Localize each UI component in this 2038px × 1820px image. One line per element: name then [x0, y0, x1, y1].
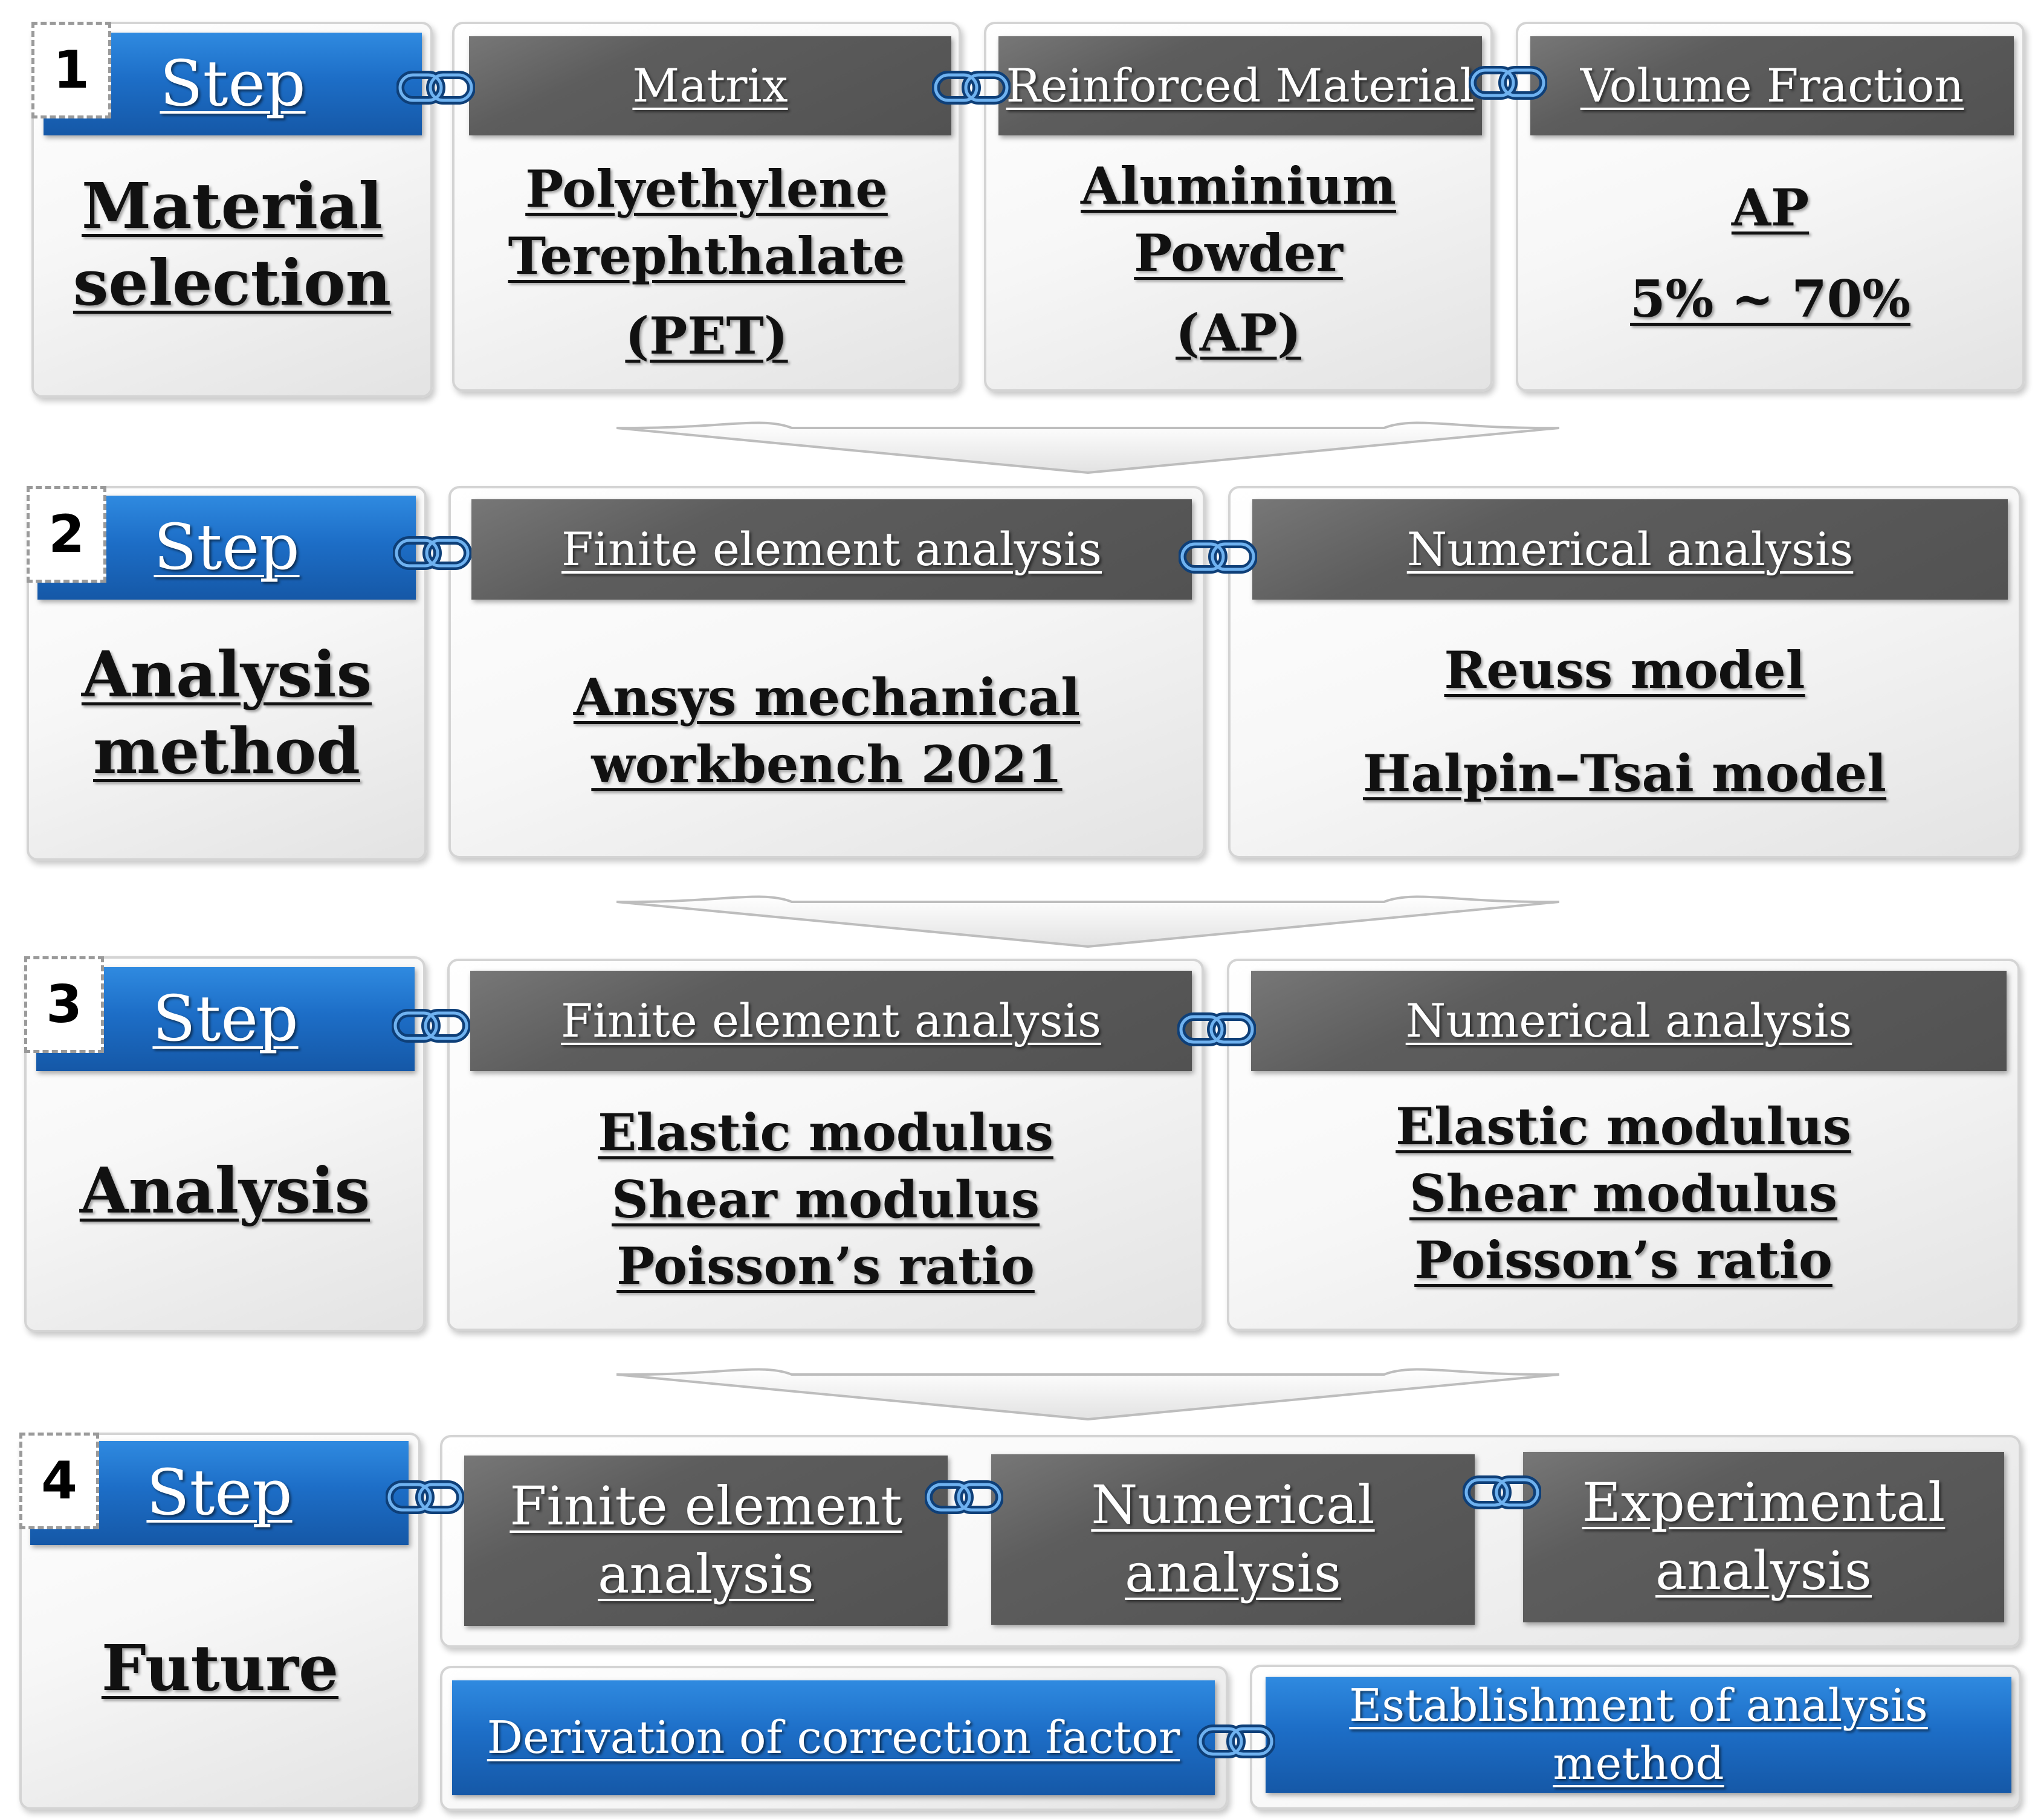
chain-link-icon [396, 71, 475, 105]
step2-fea-line2: workbench 2021 [591, 734, 1063, 794]
step2-title-line2: method [93, 714, 360, 788]
step1-reinforced-line3: (AP) [1176, 303, 1301, 363]
step2-numerical-content: Reuss model Halpin–Tsai model [1228, 623, 2021, 822]
step3-fea-header: Finite element analysis [470, 971, 1192, 1071]
step1-matrix-content: Polyethylene Terephthalate (PET) [452, 151, 961, 375]
step2-numerical-line2: Halpin–Tsai model [1362, 743, 1887, 803]
step3-numerical-content: Elastic modulus Shear modulus Poisson’s … [1227, 1076, 2020, 1312]
chain-link-icon [1469, 66, 1547, 100]
chain-link-icon [1177, 1012, 1256, 1046]
step2-numerical-line1: Reuss model [1444, 640, 1805, 701]
step4-title: Future [19, 1596, 421, 1741]
chain-link-icon [386, 1480, 464, 1514]
step4-fea-line1: Finite element [510, 1475, 902, 1538]
step1-number-badge: 1 [31, 22, 111, 118]
step2-numerical-header: Numerical analysis [1252, 499, 2008, 600]
step2-number-badge: 2 [27, 486, 106, 583]
step3-fea-line2: Shear modulus [611, 1169, 1040, 1229]
step3-numerical-header: Numerical analysis [1251, 971, 2007, 1071]
step4-correction-factor-box: Derivation of correction factor [452, 1680, 1215, 1795]
step1-volume-line2: 5% ~ 70% [1630, 269, 1910, 329]
step4-number-badge: 4 [19, 1433, 99, 1529]
step1-reinforced-line2: Powder [1134, 222, 1343, 283]
step1-matrix-line3: (PET) [625, 306, 788, 366]
chain-link-icon [1463, 1475, 1541, 1509]
step3-numerical-line2: Shear modulus [1409, 1163, 1838, 1223]
chain-link-icon [1197, 1724, 1275, 1758]
chain-link-icon [393, 536, 471, 570]
step3-fea-line3: Poisson’s ratio [616, 1236, 1035, 1297]
chain-link-icon [925, 1480, 1003, 1514]
step3-fea-line1: Elastic modulus [598, 1102, 1053, 1162]
step3-fea-content: Elastic modulus Shear modulus Poisson’s … [447, 1082, 1204, 1318]
step1-reinforced-content: Aluminium Powder (AP) [984, 145, 1493, 375]
step4-numerical-line1: Numerical [1091, 1474, 1375, 1537]
step1-reinforced-line1: Aluminium [1081, 155, 1396, 216]
step2-fea-line1: Ansys mechanical [573, 667, 1081, 728]
chain-link-icon [1179, 540, 1257, 574]
step4-title-line1: Future [101, 1630, 339, 1705]
step2-title: Analysis method [27, 604, 427, 822]
step3-number-badge: 3 [24, 956, 104, 1053]
step1-title-line2: selection [73, 245, 392, 320]
step3-title-line1: Analysis [79, 1153, 370, 1228]
step3-title: Analysis [24, 1082, 425, 1300]
step2-title-line1: Analysis [81, 637, 372, 712]
down-arrow-icon [616, 895, 1559, 948]
step2-fea-content: Ansys mechanical workbench 2021 [448, 641, 1205, 822]
step1-volume-content: AP 5% ~ 70% [1516, 151, 2025, 357]
step1-title: Material selection [31, 145, 433, 345]
step1-matrix-header: Matrix [469, 36, 951, 135]
chain-link-icon [392, 1009, 470, 1043]
step1-matrix-line2: Terephthalate [508, 225, 905, 286]
chain-link-icon [932, 71, 1011, 105]
step4-experimental-header: Experimental analysis [1523, 1452, 2004, 1622]
step1-title-line1: Material [82, 169, 383, 244]
step1-volume-line1: AP [1731, 178, 1810, 238]
step1-volume-header: Volume Fraction [1530, 36, 2014, 135]
step3-numerical-line1: Elastic modulus [1396, 1096, 1851, 1156]
down-arrow-icon [616, 421, 1559, 474]
step1-matrix-line1: Polyethylene [525, 158, 888, 219]
step4-experimental-line2: analysis [1655, 1540, 1872, 1602]
step4-numerical-header: Numerical analysis [991, 1454, 1475, 1625]
step4-fea-header: Finite element analysis [464, 1456, 948, 1626]
step2-fea-header: Finite element analysis [471, 499, 1192, 600]
step4-fea-line2: analysis [598, 1543, 814, 1605]
step1-reinforced-header: Reinforced Material [998, 36, 1482, 135]
step4-experimental-line1: Experimental [1582, 1471, 1946, 1534]
step4-establishment-box: Establishment of analysis method [1266, 1677, 2011, 1793]
down-arrow-icon [616, 1368, 1559, 1421]
step3-numerical-line3: Poisson’s ratio [1414, 1230, 1833, 1291]
step4-numerical-line2: analysis [1125, 1542, 1341, 1604]
